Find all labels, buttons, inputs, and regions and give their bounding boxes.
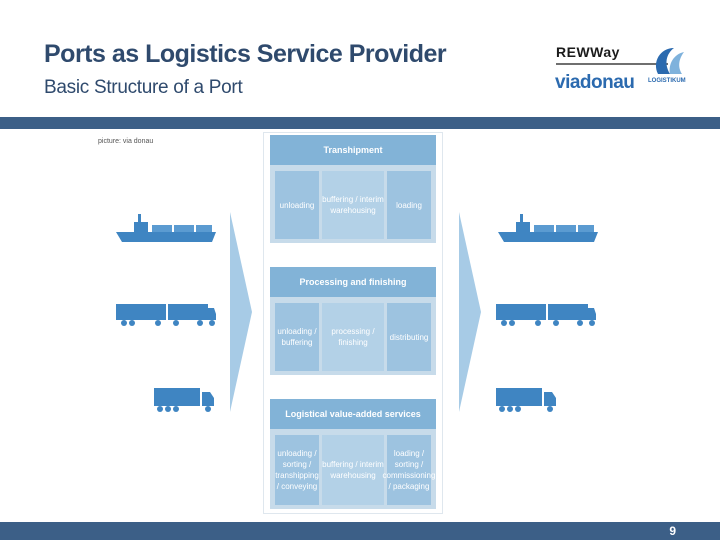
transhipment-cell-loading: loading bbox=[387, 171, 431, 239]
transhipment-header: Transhipment bbox=[270, 135, 436, 165]
viadonau-logo: viadonau bbox=[555, 72, 635, 93]
transhipment-cell-buffering: buffering / interim warehousing bbox=[322, 171, 384, 239]
header-bar bbox=[0, 117, 720, 129]
reway-logo: REWWay bbox=[556, 44, 676, 70]
logistikum-logo: LOGISTIKUM bbox=[648, 44, 692, 94]
truck-icon bbox=[496, 388, 556, 412]
processing-cell-unloading: unloading / buffering bbox=[275, 303, 319, 371]
picture-caption: picture: via donau bbox=[98, 138, 154, 145]
port-structure-diagram: Transhipment unloading buffering / inter… bbox=[263, 132, 443, 514]
logistical-cell-buffering: buffering / interim warehousing bbox=[322, 435, 384, 505]
slide-subtitle: Basic Structure of a Port bbox=[44, 77, 243, 98]
logistical-cell-loading: loading / sorting / commissioning / pack… bbox=[383, 435, 435, 505]
ship-icon bbox=[116, 214, 216, 242]
logistikum-logo-text: LOGISTIKUM bbox=[648, 78, 686, 84]
reway-logo-text: REWWay bbox=[556, 44, 620, 60]
logistikum-swirl-icon bbox=[655, 48, 684, 74]
truck-icon bbox=[496, 304, 596, 326]
page-number: 9 bbox=[669, 524, 676, 538]
logistical-header: Logistical value-added services bbox=[270, 399, 436, 429]
left-flow-arrow-icon bbox=[230, 212, 252, 412]
processing-cell-distributing: distributing bbox=[387, 303, 431, 371]
logistical-panel: Logistical value-added services unloadin… bbox=[270, 399, 436, 509]
transhipment-panel: Transhipment unloading buffering / inter… bbox=[270, 135, 436, 243]
ship-icon bbox=[498, 214, 598, 242]
truck-icon bbox=[116, 304, 216, 326]
logistical-cell-unloading: unloading / sorting / transhipping / con… bbox=[275, 435, 319, 505]
processing-header: Processing and finishing bbox=[270, 267, 436, 297]
reway-logo-underline bbox=[556, 63, 668, 65]
right-flow-arrow-icon bbox=[459, 212, 481, 412]
footer-bar: 9 bbox=[0, 522, 720, 540]
processing-panel: Processing and finishing unloading / buf… bbox=[270, 267, 436, 375]
transhipment-cell-unloading: unloading bbox=[275, 171, 319, 239]
truck-icon bbox=[154, 388, 214, 412]
processing-cell-processing: processing / finishing bbox=[322, 303, 384, 371]
slide-title: Ports as Logistics Service Provider bbox=[44, 40, 447, 68]
